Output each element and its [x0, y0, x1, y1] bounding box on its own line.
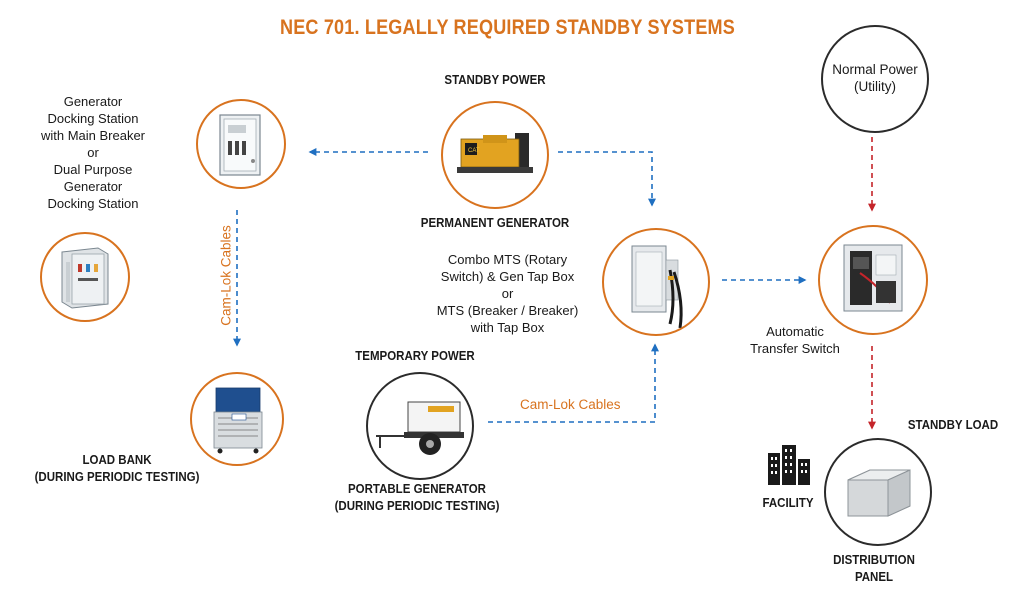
distribution-box-icon — [847, 469, 911, 517]
load-bank-line-2: (DURING PERIODIC TESTING) — [34, 470, 200, 484]
standby-power-label: STANDBY POWER — [444, 73, 546, 87]
load-bank-icon — [213, 387, 263, 454]
ats-cabinet-icon — [843, 244, 903, 312]
mts-switch-icon — [631, 245, 683, 329]
load-bank-label: LOAD BANK (DURING PERIODIC TESTING) — [30, 452, 205, 486]
docking-line-7: Docking Station — [47, 196, 139, 211]
mts-line-2: Switch) & Gen Tap Box — [440, 269, 575, 284]
docking-line-4: or — [87, 145, 99, 160]
mts-line-1: Combo MTS (Rotary — [447, 252, 568, 267]
ats-line-2: Transfer Switch — [750, 341, 840, 356]
ats-line-1: Automatic — [766, 324, 824, 339]
combo-mts-label: Combo MTS (Rotary Switch) & Gen Tap Box … — [420, 251, 595, 336]
panel-cabinet-circle — [40, 232, 130, 322]
normal-power-label: Normal Power (Utility) — [823, 61, 927, 95]
load-bank-circle — [190, 372, 284, 466]
generator-circle: CAT — [441, 101, 549, 209]
normal-power-circle: Normal Power (Utility) — [821, 25, 929, 133]
generator-icon: CAT — [457, 133, 533, 173]
panel-cabinet-icon — [61, 247, 109, 309]
diagram-title: NEC 701. LEGALLY REQUIRED STANDBY SYSTEM… — [280, 16, 735, 39]
temporary-power-label: TEMPORARY POWER — [355, 349, 475, 363]
portable-generator-label: PORTABLE GENERATOR (DURING PERIODIC TEST… — [330, 481, 505, 515]
permanent-generator-label: PERMANENT GENERATOR — [420, 216, 570, 230]
docking-line-2: Docking Station — [47, 111, 139, 126]
portable-line-1: PORTABLE GENERATOR — [347, 482, 486, 496]
mts-line-5: with Tap Box — [470, 320, 545, 335]
docking-line-6: Generator — [63, 179, 123, 194]
arrow-gen-to-mts — [558, 151, 656, 207]
facility-label: FACILITY — [762, 496, 814, 510]
docking-line-5: Dual Purpose — [53, 162, 133, 177]
portable-generator-circle — [366, 372, 474, 480]
portable-generator-trailer-icon — [376, 401, 464, 455]
mts-line-3: or — [501, 286, 514, 301]
docking-station-circle — [196, 99, 286, 189]
docking-station-label: Generator Docking Station with Main Brea… — [28, 93, 158, 212]
svg-text:CAT: CAT — [468, 148, 480, 154]
ats-label: Automatic Transfer Switch — [735, 323, 855, 357]
normal-power-line-2: (Utility) — [854, 79, 896, 94]
portable-line-2: (DURING PERIODIC TESTING) — [334, 499, 500, 513]
facility-buildings-icon — [768, 445, 810, 485]
distribution-line-2: PANEL — [854, 570, 894, 584]
standby-load-label: STANDBY LOAD — [907, 418, 999, 432]
normal-power-line-1: Normal Power — [832, 62, 918, 77]
distribution-line-1: DISTRIBUTION — [833, 553, 915, 567]
docking-line-1: Generator — [63, 94, 123, 109]
ats-circle — [818, 225, 928, 335]
distribution-panel-label: DISTRIBUTION PANEL — [817, 552, 931, 586]
distribution-panel-circle — [824, 438, 932, 546]
docking-line-3: with Main Breaker — [40, 128, 146, 143]
cam-lok-vertical-label: Cam-Lok Cables — [218, 225, 234, 326]
mts-circle — [602, 228, 710, 336]
mts-line-4: MTS (Breaker / Breaker) — [436, 303, 579, 318]
cam-lok-horizontal-label: Cam-Lok Cables — [520, 397, 621, 412]
docking-station-cabinet-icon — [219, 114, 261, 176]
arrow-portable-to-mts — [488, 343, 659, 423]
load-bank-line-1: LOAD BANK — [82, 453, 152, 467]
